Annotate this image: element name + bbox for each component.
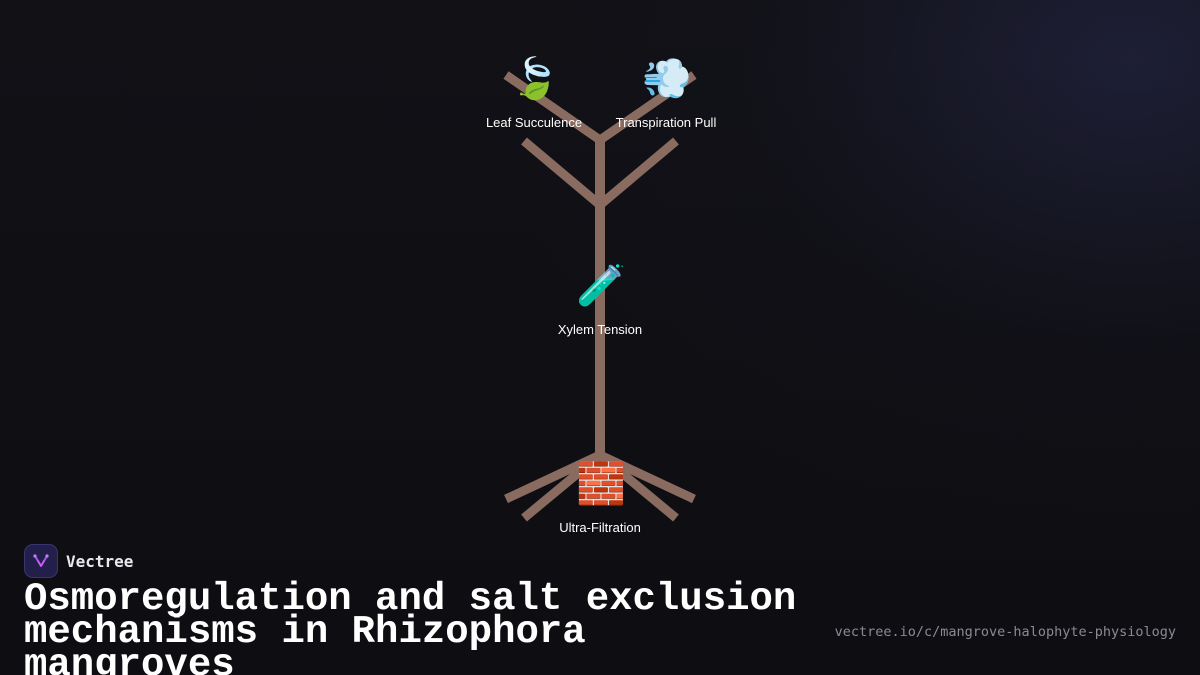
source-url: vectree.io/c/mangrove-halophyte-physiolo… [834,624,1176,640]
branch-mid-left [521,137,603,209]
vectree-logo-icon [24,544,58,578]
node-label-xylem-tension: Xylem Tension [557,322,643,337]
branch-upper-left [503,71,603,144]
leaf-icon: 🍃 [510,56,560,102]
branch-mid-right [597,137,679,209]
node-label-transpiration-pull: Transpiration Pull [615,115,717,130]
page-title: Osmoregulation and salt exclusion mechan… [24,577,797,675]
tree-branches [503,71,697,522]
brick-icon: 🧱 [576,461,626,507]
root-inner-left [521,451,603,522]
brand-name: Vectree [66,551,134,571]
wind-icon: 💨 [642,56,692,102]
node-label-leaf-succulence: Leaf Succulence [485,115,583,130]
brand: Vectree [24,544,133,578]
test-tube-icon: 🧪 [576,263,626,309]
node-label-ultra-filtration: Ultra-Filtration [559,520,641,535]
root-inner-right [597,451,679,522]
branch-upper-right [597,71,697,144]
